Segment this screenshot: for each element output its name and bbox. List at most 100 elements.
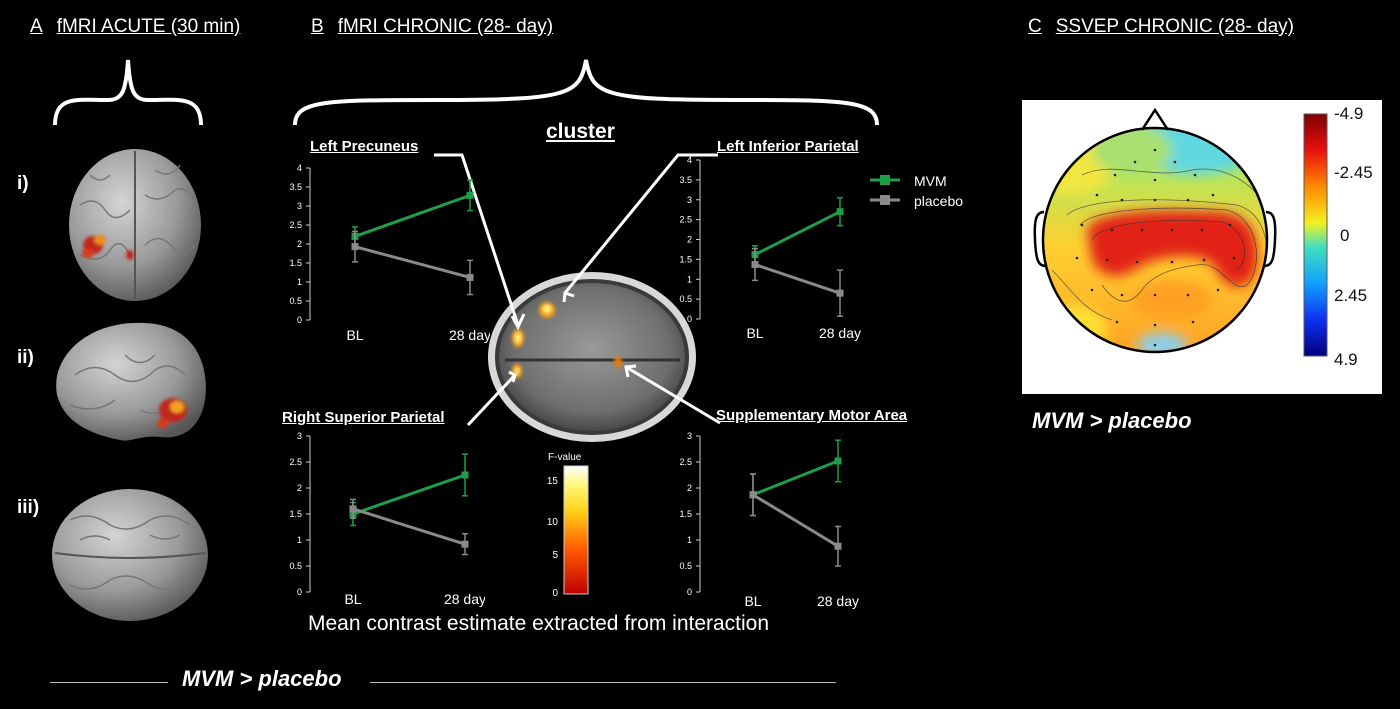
y-tick-label: 0.5 [289,296,302,306]
y-tick-label: 1 [687,535,692,545]
ssvep-tick-4: 4.9 [1334,350,1358,369]
region-title-supplementary-motor-area: Supplementary Motor Area [716,407,908,424]
bottom-rule-right [370,682,836,683]
region-title-right-superior-parietal: Right Superior Parietal [282,409,445,426]
y-tick-label: 4 [687,155,692,165]
svg-text:placebo: placebo [914,193,963,209]
data-point-MVM [836,208,844,216]
fvalue-tick-0: 0 [552,588,558,599]
y-tick-label: 2.5 [679,215,692,225]
ssvep-tick-0: -4.9 [1334,104,1364,123]
fvalue-label: F-value [548,452,582,463]
y-tick-label: 3.5 [679,175,692,185]
y-tick-label: 0.5 [679,294,692,304]
x-category-label: 28 day [444,591,485,607]
view-label-i: i) [17,173,29,194]
chart-left-precuneus: 0 0.5 1 1.5 2 2.5 3 3.5 4BL 28 day [289,163,490,343]
y-tick-label: 2.5 [289,457,302,467]
y-tick-label: 3.5 [289,182,302,192]
y-tick-label: 1.5 [679,509,692,519]
y-tick-label: 2.5 [289,220,302,230]
view-label-iii: iii) [17,497,40,518]
legend-item-placebo: placebo [870,193,963,209]
legend: MVM placebo [870,173,963,209]
fvalue-tick-10: 10 [547,517,559,528]
data-point-placebo [351,243,359,251]
y-tick-label: 3 [297,431,302,441]
svg-text:MVM: MVM [914,173,947,189]
y-tick-label: 0.5 [289,561,302,571]
x-category-label: 28 day [449,327,490,343]
y-tick-label: 3 [687,431,692,441]
y-tick-label: 2 [297,239,302,249]
legend-item-mvm: MVM [870,173,947,189]
bottom-rule-left [50,682,168,683]
fvalue-colorbar: 0 5 10 15 [547,465,589,599]
data-point-placebo [836,289,844,297]
panel-a-brace [53,59,203,126]
y-tick-label: 3 [297,201,302,211]
data-point-placebo [751,261,759,269]
data-point-placebo [834,542,842,550]
cluster-label: cluster [546,120,615,143]
y-tick-label: 1 [297,535,302,545]
data-point-MVM [461,471,469,479]
y-tick-label: 2 [687,483,692,493]
bottom-effect-label: MVM > placebo [182,666,342,691]
fvalue-tick-5: 5 [552,550,558,561]
series-line-placebo [352,507,466,546]
series-line-MVM [354,193,471,238]
brain-view-side [56,322,206,441]
x-category-label: BL [746,325,763,341]
y-tick-label: 1 [297,277,302,287]
fvalue-tick-15: 15 [547,476,559,487]
region-title-left-inferior-parietal: Left Inferior Parietal [717,138,859,155]
series-line-MVM [752,459,839,497]
x-category-label: BL [346,327,363,343]
series-line-placebo [752,493,839,548]
data-point-MVM [466,191,474,199]
ssvep-tick-3: 2.45 [1334,286,1368,305]
x-category-label: 28 day [819,325,861,341]
chart-supplementary-motor-area: 0 0.5 1 1.5 2 2.5 3BL 28 day [679,431,859,609]
y-tick-label: 4 [297,163,302,173]
y-tick-label: 0 [297,315,302,325]
y-tick-label: 0 [687,587,692,597]
region-title-left-precuneus: Left Precuneus [310,138,419,155]
brain-view-top [69,149,201,301]
x-category-label: BL [344,591,361,607]
x-category-label: BL [744,593,761,609]
series-line-MVM [754,210,841,256]
y-tick-label: 0.5 [679,561,692,571]
panel-b-caption: Mean contrast estimate extracted from in… [308,612,770,635]
ssvep-tick-1: -2.45 [1334,163,1373,182]
data-point-placebo [461,540,469,548]
series-line-placebo [754,263,841,295]
data-point-MVM [834,457,842,465]
data-point-placebo [466,273,474,281]
y-tick-label: 1.5 [289,258,302,268]
panel-c-effect-label: MVM > placebo [1032,408,1192,433]
y-tick-label: 1.5 [289,509,302,519]
ssvep-map-box: -4.9 -2.45 0 2.45 4.9 [1022,100,1382,394]
y-tick-label: 2 [297,483,302,493]
brain-view-bottom [52,489,208,621]
series-line-MVM [352,473,466,516]
y-tick-label: 1.5 [679,254,692,264]
y-tick-label: 1 [687,274,692,284]
series-line-placebo [354,245,471,279]
data-point-placebo [349,505,357,513]
panel-b-brace [293,59,879,126]
y-tick-label: 0 [687,314,692,324]
y-tick-label: 2 [687,235,692,245]
x-category-label: 28 day [817,593,859,609]
ssvep-tick-2: 0 [1340,226,1350,245]
ssvep-topomap [1033,107,1328,357]
view-label-ii: ii) [17,347,34,368]
y-tick-label: 2.5 [679,457,692,467]
